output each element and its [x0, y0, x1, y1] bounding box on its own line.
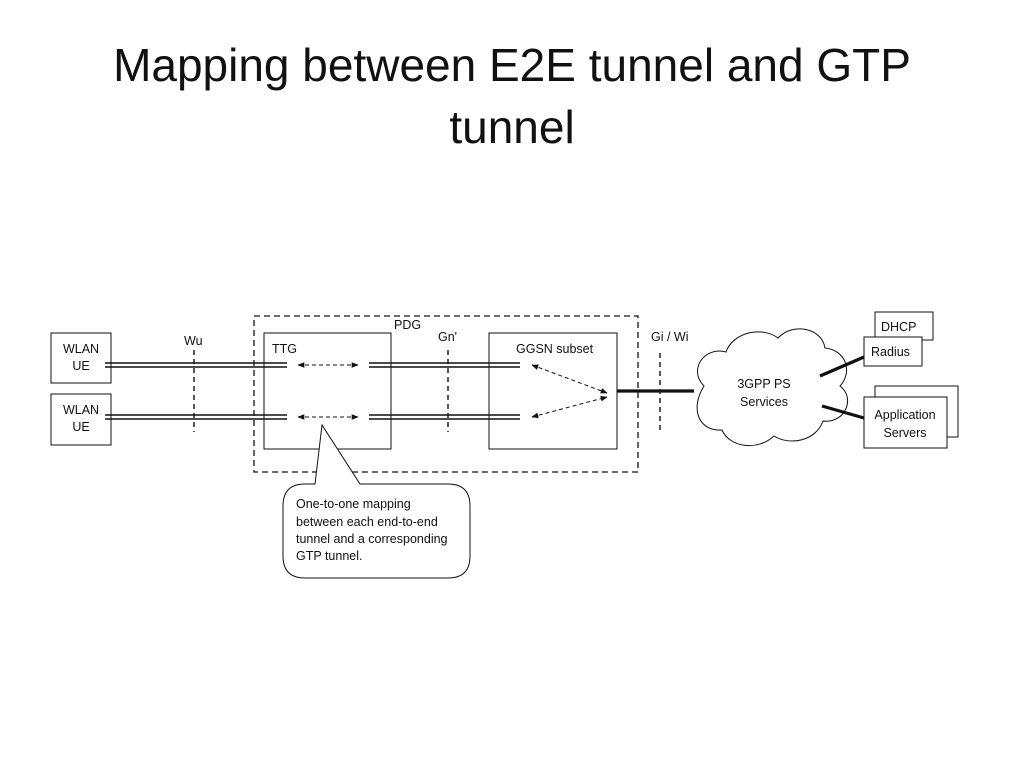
e2e-tunnel-1 [105, 362, 287, 368]
dhcp-label: DHCP [881, 320, 916, 334]
cloud-to-radius-link [819, 355, 865, 378]
application-servers-label-line-2: Servers [883, 426, 926, 440]
application-servers-box: Application Servers [863, 385, 959, 449]
gtp-tunnel-1 [369, 362, 520, 368]
callout-text-line-4: GTP tunnel. [296, 549, 362, 563]
radius-label: Radius [871, 345, 910, 359]
radius-box: Radius [863, 336, 923, 367]
ttg-label: TTG [272, 342, 297, 356]
wlan-ue-2-label-line-1: WLAN [63, 403, 99, 417]
cloud-to-app-servers-link [821, 404, 865, 420]
cloud-label-line-1: 3GPP PS [737, 377, 790, 391]
3gpp-ps-services-cloud: 3GPP PS Services [696, 328, 849, 447]
callout-text-line-2: between each end-to-end [296, 515, 438, 529]
dhcp-box: DHCP [874, 311, 934, 341]
ggsn-routing-arrow-1 [531, 364, 608, 394]
wlan-ue-2: WLAN UE [50, 393, 112, 446]
ttg-box: TTG [263, 332, 392, 450]
callout-text-line-3: tunnel and a corresponding [296, 532, 448, 546]
application-servers-label-line-1: Application [874, 408, 935, 422]
gi-wi-label: Gi / Wi [651, 330, 689, 344]
callout-text-line-1: One-to-one mapping [296, 497, 411, 511]
page-title: Mapping between E2E tunnel and GTP tunne… [0, 34, 1024, 158]
page-title-line-1: Mapping between E2E tunnel and GTP [113, 39, 911, 91]
page-title-line-2: tunnel [449, 101, 575, 153]
wlan-ue-1-label-line-1: WLAN [63, 342, 99, 356]
wu-label: Wu [184, 334, 203, 348]
ggsn-subset-box: GGSN subset [488, 332, 618, 450]
cloud-label-line-2: Services [740, 395, 788, 409]
pdg-boundary [253, 315, 639, 473]
mapping-callout: One-to-one mapping between each end-to-e… [282, 423, 471, 579]
wlan-ue-1-label-line-2: UE [72, 359, 89, 373]
e2e-tunnel-2 [105, 414, 287, 420]
gtp-tunnel-2 [369, 414, 520, 420]
gn-label: Gn' [438, 330, 457, 344]
pdg-label: PDG [394, 318, 421, 332]
wlan-ue-1: WLAN UE [50, 332, 112, 384]
ggsn-subset-label: GGSN subset [516, 342, 594, 356]
wlan-ue-2-label-line-2: UE [72, 420, 89, 434]
ggsn-routing-arrow-2 [531, 395, 608, 419]
